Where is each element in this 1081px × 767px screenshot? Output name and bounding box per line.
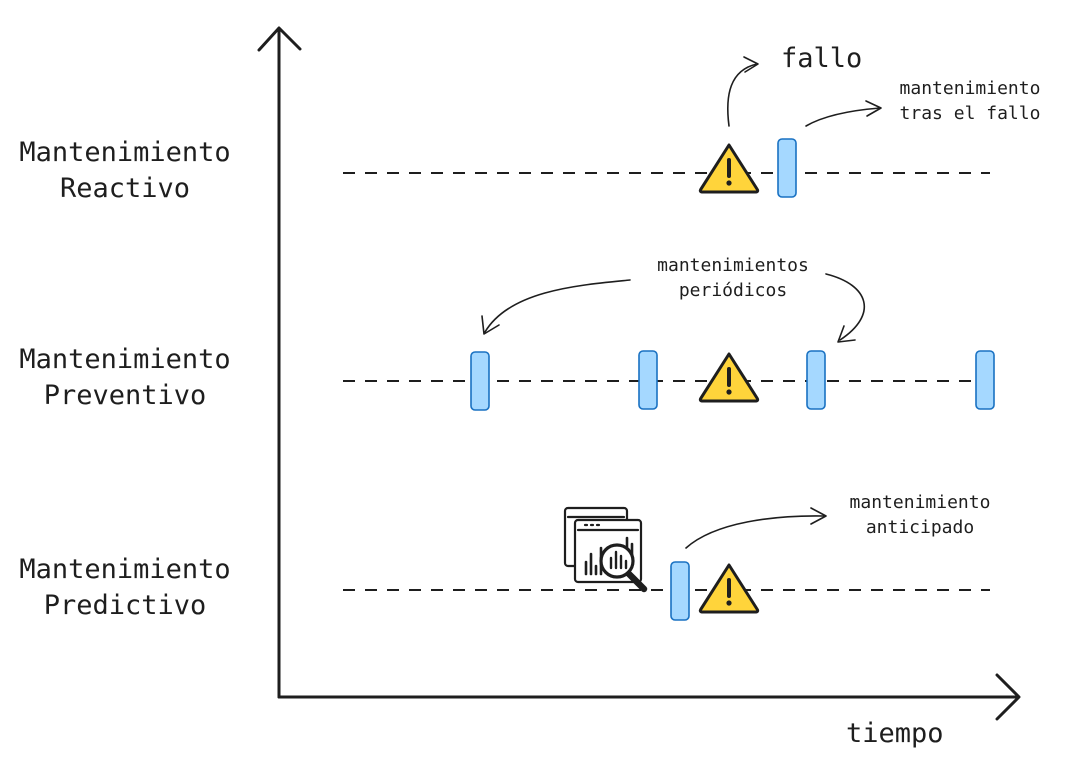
row-label-line1: Mantenimiento [19,344,231,375]
row-label-reactive: Mantenimiento Reactivo [5,135,245,207]
arrow-to-anticipado [685,507,827,549]
maintenance-marker [470,351,490,411]
annotation-line: tras el fallo [899,103,1041,124]
arrow-periodic-right [825,273,866,343]
annotation-fallo: fallo [781,43,863,74]
annotation-periodicos: mantenimientos periódicos [628,253,838,303]
row-label-line2: Preventivo [43,380,207,411]
annotation-tras-fallo: mantenimiento tras el fallo [880,76,1060,126]
annotation-line: mantenimientos [657,255,809,276]
annotation-anticipado: mantenimiento anticipado [825,490,1015,540]
annotation-line: periódicos [678,280,788,301]
maintenance-marker [638,350,658,410]
warning-icon [698,563,760,614]
maintenance-marker [777,138,797,198]
row-label-predictive: Mantenimiento Predictivo [5,552,245,624]
x-axis-label: tiempo [846,718,944,749]
warning-icon [698,143,760,194]
arrow-to-fallo [726,56,759,127]
x-axis [277,673,1021,721]
annotation-line: mantenimiento [849,492,991,513]
arrow-periodic-left [481,279,631,335]
row-label-line2: Predictivo [43,590,207,621]
row-label-line2: Reactivo [59,173,191,204]
arrow-to-tras-fallo [805,100,882,127]
annotation-line: mantenimiento [899,78,1041,99]
row-label-preventive: Mantenimiento Preventivo [5,342,245,414]
row-label-line1: Mantenimiento [19,554,231,585]
y-axis [257,26,302,699]
row-label-line1: Mantenimiento [19,137,231,168]
analytics-magnifier-icon [563,506,648,593]
annotation-line: anticipado [865,517,975,538]
maintenance-marker [670,561,690,621]
maintenance-marker [806,350,826,410]
maintenance-marker [975,350,995,410]
warning-icon [698,352,760,403]
